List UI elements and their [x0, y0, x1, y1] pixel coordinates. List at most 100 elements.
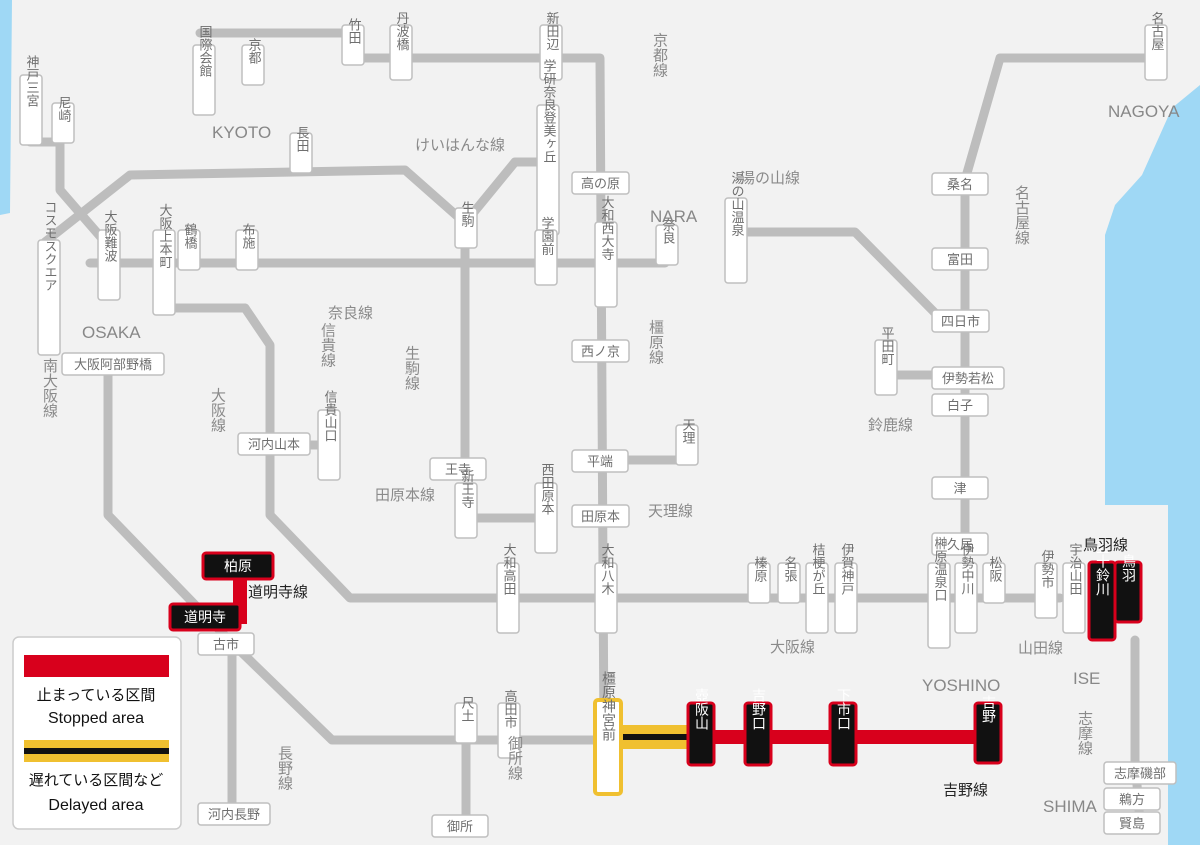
station-matsusaka: 松阪: [982, 556, 1006, 604]
station-tomida: 富田: [931, 247, 989, 271]
station-label: 伊勢中川: [959, 543, 975, 595]
line-label-minami-osaka: 南大阪線: [41, 358, 59, 418]
station-box: [973, 701, 1003, 765]
station-shakudo: 尺土: [454, 696, 478, 744]
station-label: 御所: [447, 820, 473, 835]
station-label: 賢島: [1119, 817, 1145, 832]
station-box: [197, 632, 255, 656]
station-label: 布施: [240, 223, 256, 249]
station-nagoya: 名古屋: [1144, 11, 1168, 81]
station-ikoma: 生駒: [454, 201, 478, 249]
station-label: 尺土: [459, 696, 475, 722]
station-label: 奈良: [660, 218, 676, 244]
station-box: [594, 562, 618, 634]
station-shintanabe: 新田辺: [539, 11, 563, 81]
station-box: [1103, 787, 1161, 811]
station-label: 信貴山口: [322, 390, 338, 442]
station-box: [927, 562, 951, 649]
line-label-domyoji-line: 道明寺線: [248, 583, 308, 601]
region-osaka: OSAKA: [82, 323, 141, 342]
station-label: 学研奈良登美ヶ丘: [541, 58, 557, 163]
station-label: 平田町: [879, 327, 895, 366]
station-hisai: 久居: [931, 532, 989, 556]
station-iga-kambe: 伊賀神戸: [834, 543, 858, 634]
line-label-kashihara-line: 橿原線: [647, 320, 665, 365]
track-osaka-line: [240, 303, 1065, 603]
station-yoshinoguchi: 吉野口: [743, 688, 773, 767]
station-box: [454, 482, 478, 539]
station-box: [1103, 811, 1161, 835]
station-label: 尼崎: [56, 96, 72, 122]
line-label-nagoya-line: 名古屋線: [1013, 185, 1031, 245]
station-label: 河内山本: [248, 437, 300, 453]
station-toba: 鳥羽: [1113, 554, 1143, 624]
station-yamato-saidaiji: 大和西大寺: [594, 196, 618, 308]
station-label: 津: [953, 482, 966, 497]
station-label: 生駒: [459, 201, 475, 228]
station-abenobashi: 大阪阿部野橋: [61, 352, 165, 376]
station-box: [152, 229, 176, 316]
station-kobe: 神戸三宮: [19, 55, 43, 146]
legend: 止まっている区間 Stopped area 遅れている区間など Delayed …: [12, 636, 182, 830]
station-label: 榛原: [752, 556, 768, 582]
station-box: [724, 197, 748, 284]
station-box: [168, 602, 242, 632]
station-box: [454, 702, 478, 744]
station-ise-wakamatsu: 伊勢若松: [931, 366, 1005, 390]
station-box: [954, 562, 978, 634]
station-yamato-takada: 大和高田: [496, 543, 520, 634]
station-gakken: 学研奈良登美ヶ丘: [536, 58, 560, 236]
station-kyoto: 京都: [241, 38, 265, 86]
station-shiroko: 白子: [931, 393, 989, 417]
station-label: 四日市: [941, 314, 980, 330]
station-label: コスモスクエア: [42, 201, 57, 292]
station-box: [454, 207, 478, 249]
station-box: [571, 504, 630, 528]
line-label-osaka-line-h: 大阪線: [770, 638, 815, 656]
station-box: [594, 221, 618, 308]
station-box: [571, 339, 630, 363]
station-box: [197, 802, 271, 826]
station-label: 道明寺: [184, 610, 226, 626]
station-label: 古市: [213, 637, 239, 653]
station-box: [931, 172, 989, 196]
station-label: 五十鈴川: [1094, 540, 1110, 596]
station-label: 高の原: [581, 176, 620, 192]
station-box: [539, 24, 563, 81]
station-label: 鵜方: [1119, 792, 1145, 808]
station-boxes: 国際会館京都竹田丹波橋新田辺学研奈良登美ヶ丘高の原長田神戸三宮尼崎コスモスクエア…: [19, 11, 1177, 838]
station-label: 桑名: [947, 177, 973, 193]
station-label: 吉野口: [750, 688, 766, 730]
station-box: [177, 229, 201, 271]
station-box: [201, 551, 275, 581]
line-label-shigi-line: 信貴線: [319, 323, 337, 368]
station-box: [828, 701, 858, 767]
station-box: [389, 24, 413, 81]
station-label: 富田: [947, 252, 973, 268]
station-label: 竹田: [346, 18, 362, 44]
station-oji: 王寺: [429, 457, 487, 481]
station-domyoji: 道明寺: [168, 602, 242, 632]
station-box: [805, 562, 829, 634]
station-label: 京都: [246, 38, 262, 64]
line-label-kyoto-line: 京都線: [651, 33, 669, 78]
station-box: [686, 701, 716, 767]
delayed-sections: [617, 725, 692, 749]
station-box: [341, 24, 365, 66]
track-lines: [25, 28, 1155, 827]
station-label: 桔梗が丘: [810, 543, 826, 595]
station-tsu: 津: [931, 476, 989, 500]
line-label-yunoyama: 湯の山線: [740, 169, 800, 187]
station-ugata: 鵜方: [1103, 787, 1161, 811]
station-label: 壺阪山: [693, 688, 709, 730]
station-gose: 御所: [431, 814, 489, 838]
station-box: [51, 102, 75, 144]
station-label: 橿原神宮前: [600, 671, 616, 742]
station-shima-isobe: 志摩磯部: [1103, 761, 1177, 785]
station-kashikojima: 賢島: [1103, 811, 1161, 835]
station-yokkaichi: 四日市: [931, 309, 990, 333]
station-gakuenmae: 学園前: [534, 216, 558, 286]
station-ise-nakagawa: 伊勢中川: [954, 543, 978, 634]
station-kashiharajingu: 橿原神宮前: [593, 671, 623, 796]
line-label-toba-line: 鳥羽線: [1083, 536, 1128, 554]
